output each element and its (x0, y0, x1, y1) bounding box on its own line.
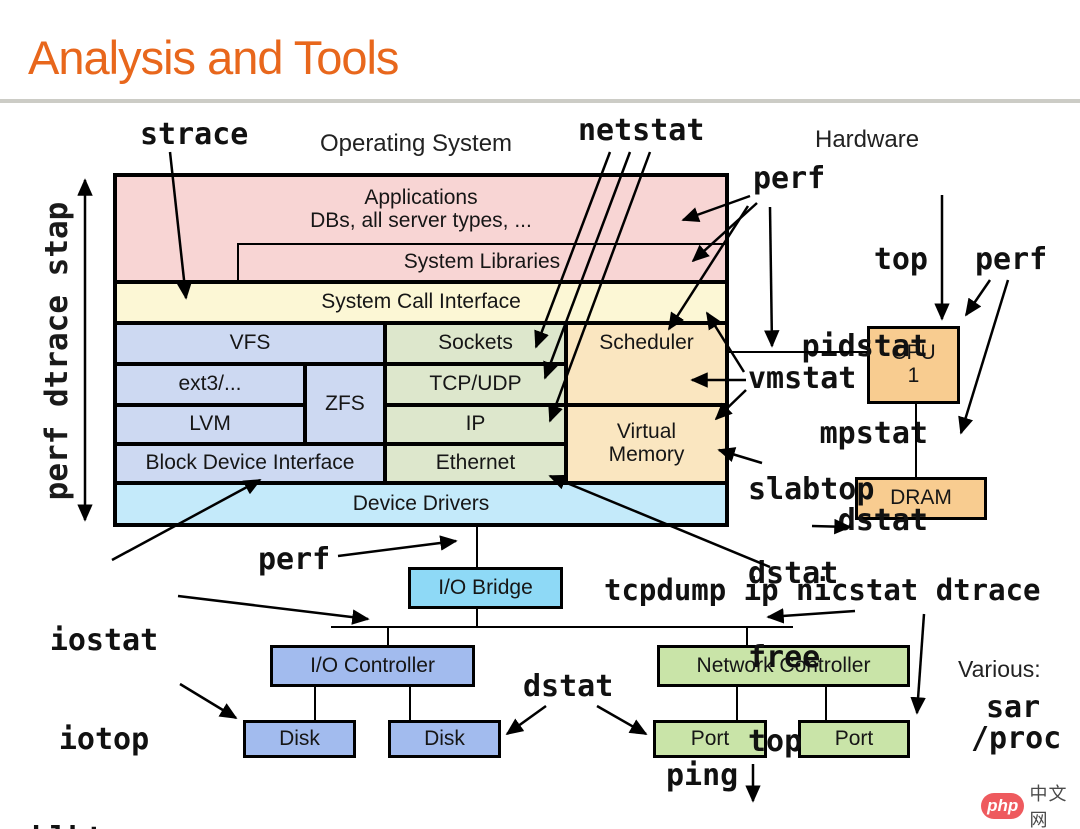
vfs-box: VFS (115, 323, 385, 364)
slabtop-label: slabtop (748, 472, 875, 507)
zfs-box: ZFS (305, 364, 385, 444)
blktrace-label: blktrace (14, 822, 194, 829)
system-call-interface-label: System Call Interface (321, 290, 521, 314)
disk-tools-group: iostat iotop blktrace dtrace (14, 558, 194, 829)
port-label-1: Port (690, 726, 730, 750)
applications-label: Applications (364, 186, 478, 209)
io-controller-label: I/O Controller (310, 653, 435, 677)
ping-label: ping (666, 758, 739, 793)
cpu-label: CPU (891, 341, 936, 365)
block-device-interface-label: Block Device Interface (145, 451, 355, 475)
scheduler-label: Scheduler (599, 331, 694, 354)
top-label: top (873, 242, 928, 277)
disk-box-1: Disk (243, 720, 356, 758)
zfs-label: ZFS (325, 391, 365, 415)
sar-label: sar (986, 690, 1041, 725)
network-tools-line: tcpdump ip nicstat dtrace (604, 573, 1041, 607)
tcp-udp-box: TCP/UDP (385, 364, 566, 405)
ethernet-label: Ethernet (435, 451, 516, 475)
mpstat-label: mpstat (819, 416, 928, 451)
cpu-tools-group: top pidstat mpstat dstat (802, 187, 928, 593)
iostat-label: iostat (49, 623, 159, 658)
php-logo: php (981, 793, 1025, 819)
page-title: Analysis and Tools (28, 31, 399, 84)
sockets-box: Sockets (385, 323, 566, 364)
ethernet-box: Ethernet (385, 444, 566, 483)
system-libraries-box: System Libraries (237, 243, 727, 282)
dstat-top-label: dstat (837, 503, 928, 538)
port-box-2: Port (798, 720, 910, 758)
lvm-label: LVM (189, 412, 231, 436)
disk-label-2: Disk (424, 726, 465, 750)
virtual-memory-label-2: Memory (608, 443, 685, 466)
watermark-site: 中文网 (1029, 784, 1068, 829)
operating-system-label: Operating System (319, 130, 513, 157)
netstat-label: netstat (578, 113, 705, 148)
applications-detail: DBs, all server types, ... (310, 208, 532, 232)
io-bridge-box: I/O Bridge (408, 567, 563, 609)
io-controller-box: I/O Controller (270, 645, 475, 687)
free-label: free (748, 640, 821, 675)
device-drivers-label: Device Drivers (352, 491, 490, 515)
virtual-memory-label-1: Virtual (616, 420, 677, 444)
dstat-bottom-label: dstat (523, 669, 614, 704)
port-box-1: Port (653, 720, 767, 758)
network-controller-box: Network Controller (657, 645, 910, 687)
network-controller-label: Network Controller (696, 653, 871, 677)
io-bridge-label: I/O Bridge (438, 575, 533, 599)
ip-box: IP (385, 405, 566, 444)
tcp-udp-label: TCP/UDP (429, 372, 522, 396)
proc-label: /proc (971, 721, 1062, 756)
various-label: Various: (958, 656, 1041, 682)
ext3-box: ext3/... (115, 364, 305, 405)
iotop-label: iotop (58, 722, 150, 757)
top-mem-label: top (748, 724, 803, 759)
scheduler-box: Scheduler (566, 323, 727, 405)
vmstat-label: vmstat (748, 361, 857, 396)
watermark: php 中文网 (981, 780, 1080, 829)
perf-bottom-label: perf (258, 542, 331, 577)
vfs-label: VFS (229, 331, 271, 355)
port-label-2: Port (834, 726, 874, 750)
disk-box-2: Disk (388, 720, 501, 758)
dram-label: DRAM (890, 486, 952, 510)
title-underline (0, 99, 1080, 103)
side-tracers-label: perf dtrace stap (39, 201, 75, 501)
pidstat-label: pidstat (801, 329, 928, 364)
ext3-label: ext3/... (178, 372, 242, 396)
virtual-memory-box: Virtual Memory (566, 405, 727, 483)
perf-right-label: perf (975, 242, 1048, 277)
lvm-box: LVM (115, 405, 305, 444)
disk-label-1: Disk (279, 726, 320, 750)
device-drivers-box: Device Drivers (115, 483, 727, 525)
perf-top-label: perf (753, 161, 826, 196)
cpu-box: CPU 1 (867, 326, 960, 404)
sockets-label: Sockets (438, 331, 513, 355)
system-call-interface-box: System Call Interface (115, 282, 727, 323)
hardware-label: Hardware (815, 126, 920, 153)
cpu-number: 1 (907, 364, 920, 387)
strace-label: strace (140, 117, 249, 152)
ip-label: IP (465, 412, 486, 436)
memory-tools-group: slabtop dstat free top (748, 420, 874, 812)
dram-box: DRAM (855, 477, 987, 520)
block-device-interface-box: Block Device Interface (115, 444, 385, 483)
system-libraries-label: System Libraries (403, 250, 561, 274)
